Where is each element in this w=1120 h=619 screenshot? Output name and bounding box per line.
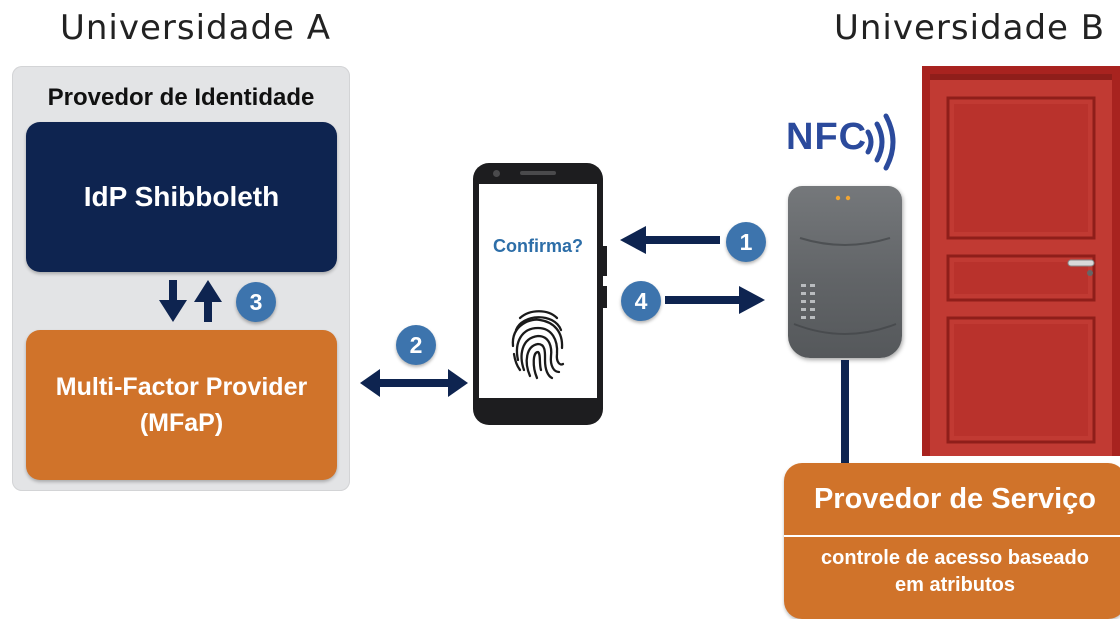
service-provider-subtitle-line2: em atributos [894, 574, 1016, 596]
phone-screen [479, 184, 597, 398]
step-1-badge: 1 [726, 222, 766, 262]
idp-shibboleth-label: IdP Shibboleth [83, 181, 280, 212]
step-3-badge: 3 [236, 282, 276, 322]
door [922, 66, 1120, 456]
mfap-label-line1: Multi-Factor Provider [55, 373, 308, 401]
nfc-label: NFC [786, 116, 868, 158]
confirm-prompt[interactable]: Confirma? [493, 236, 583, 256]
step3-arrows [159, 280, 222, 322]
nfc-reader-details [793, 195, 897, 335]
step-4-badge: 4 [621, 281, 661, 321]
fingerprint-icon[interactable] [508, 306, 568, 382]
double-arrow-icon [360, 369, 468, 397]
arrow-down-icon [159, 280, 187, 322]
idp-shibboleth-box: IdP Shibboleth [26, 122, 337, 272]
university-b-title: Universidade B [834, 8, 1106, 48]
door-handle-icon[interactable] [1067, 259, 1095, 276]
service-provider-box [784, 463, 1120, 619]
service-provider-subtitle: controle de acesso baseado em atributos [784, 545, 1120, 599]
service-provider-subtitle-line1: controle de acesso baseado [821, 547, 1089, 569]
phone-speaker [520, 171, 556, 175]
phone-side-button [603, 286, 607, 308]
arrow-up-icon [194, 280, 222, 322]
mfap-box: Multi-Factor Provider (MFaP) [26, 330, 337, 480]
service-provider-connector [841, 360, 849, 463]
phone-camera [493, 170, 500, 177]
service-provider-title: Provedor de Serviço [813, 483, 1097, 515]
university-a-title: Universidade A [60, 8, 332, 48]
step-2-badge: 2 [396, 325, 436, 365]
nfc-waves-icon [865, 113, 896, 171]
arrow-left-icon [620, 226, 720, 254]
identity-provider-title: Provedor de Identidade [47, 84, 315, 111]
phone-side-button [603, 246, 607, 276]
arrow-right-icon [665, 286, 765, 314]
mfap-label-line2: (MFaP) [139, 409, 224, 437]
service-provider-divider [784, 535, 1120, 537]
